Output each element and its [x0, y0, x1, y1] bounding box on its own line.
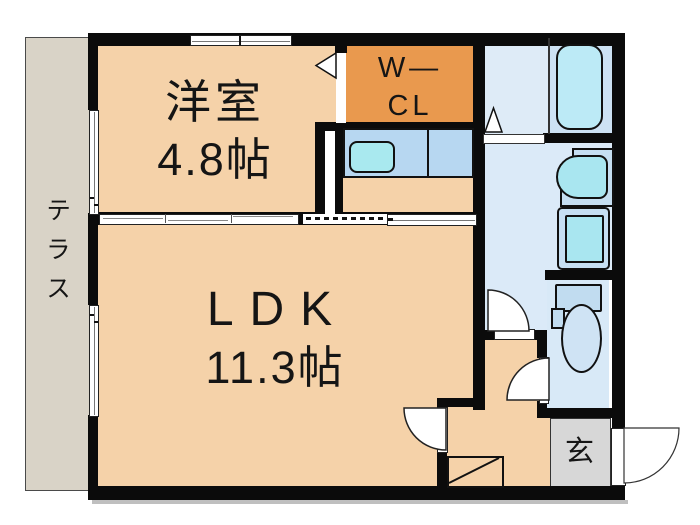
entrance-label: 玄 — [564, 436, 594, 468]
toilet-bottom-wall — [537, 408, 625, 418]
door-pocket-gap — [325, 131, 335, 215]
hall-top-wall — [437, 398, 485, 407]
washing-machine-pan-inner — [565, 215, 604, 263]
hall-left-wall — [437, 451, 447, 497]
wall-bottom — [88, 486, 625, 500]
western-room-top-window — [190, 35, 292, 46]
wcl-label-line1: W— — [377, 52, 443, 84]
wall-left-mid — [88, 213, 98, 305]
wall-right-upper — [612, 33, 625, 428]
western-room-floor — [93, 38, 343, 220]
wcl-left-wall-stub — [335, 38, 347, 53]
western-room-label: 洋室 — [165, 76, 265, 128]
bathroom-bottom-wall — [543, 133, 616, 143]
terrace-window-upper — [89, 110, 99, 215]
kitchen-top-wall — [315, 122, 485, 132]
wcl-label-line2: CL — [387, 90, 433, 122]
ldk-door-leaf — [437, 407, 448, 453]
center-vertical-wall — [473, 33, 485, 410]
kitchen-sink — [349, 141, 395, 173]
wcl-label: W— CL — [347, 49, 473, 125]
toilet-top-wall — [545, 270, 625, 280]
washroom-floor-extension — [483, 270, 547, 334]
building-shadow — [92, 500, 628, 504]
kitchen-counter-window-band — [387, 214, 477, 226]
bathtub — [556, 44, 603, 130]
entrance-floor — [550, 418, 611, 489]
bathroom-doorway-sill — [483, 134, 545, 144]
front-door-arc — [623, 427, 680, 484]
wall-left-lower — [88, 415, 98, 500]
walk-in-closet-floor — [346, 40, 475, 126]
terrace-area — [25, 37, 90, 491]
western-room-right-wall — [315, 130, 325, 220]
front-door-leaf — [611, 428, 626, 486]
bathroom-divider — [548, 38, 550, 134]
kitchen-left-wall — [335, 130, 343, 220]
kitchen-counter-divider — [427, 130, 429, 176]
toilet-bowl — [561, 304, 602, 373]
western-room-size: 4.8帖 — [157, 134, 273, 185]
kitchen-open-boundary-dashes — [306, 217, 384, 220]
ldk-size: 11.3帖 — [205, 342, 345, 393]
entrance-step — [447, 456, 504, 488]
terrace-window-lower — [89, 305, 99, 417]
washroom-door-leaf — [494, 329, 535, 340]
terrace-label: テラス — [42, 196, 71, 314]
wall-left-upper — [88, 33, 98, 110]
wall-top — [88, 33, 625, 46]
washroom-bottom-wall-left — [473, 330, 495, 340]
wcl-doorway — [336, 53, 346, 123]
toilet-door-leaf — [539, 357, 549, 404]
sliding-doors-western-ldk — [99, 214, 299, 225]
toilet-left-wall-upper — [537, 330, 547, 358]
bathroom-floor-left — [483, 38, 549, 138]
wall-right-lower — [612, 484, 625, 500]
ldk-label: LDK — [206, 283, 349, 336]
